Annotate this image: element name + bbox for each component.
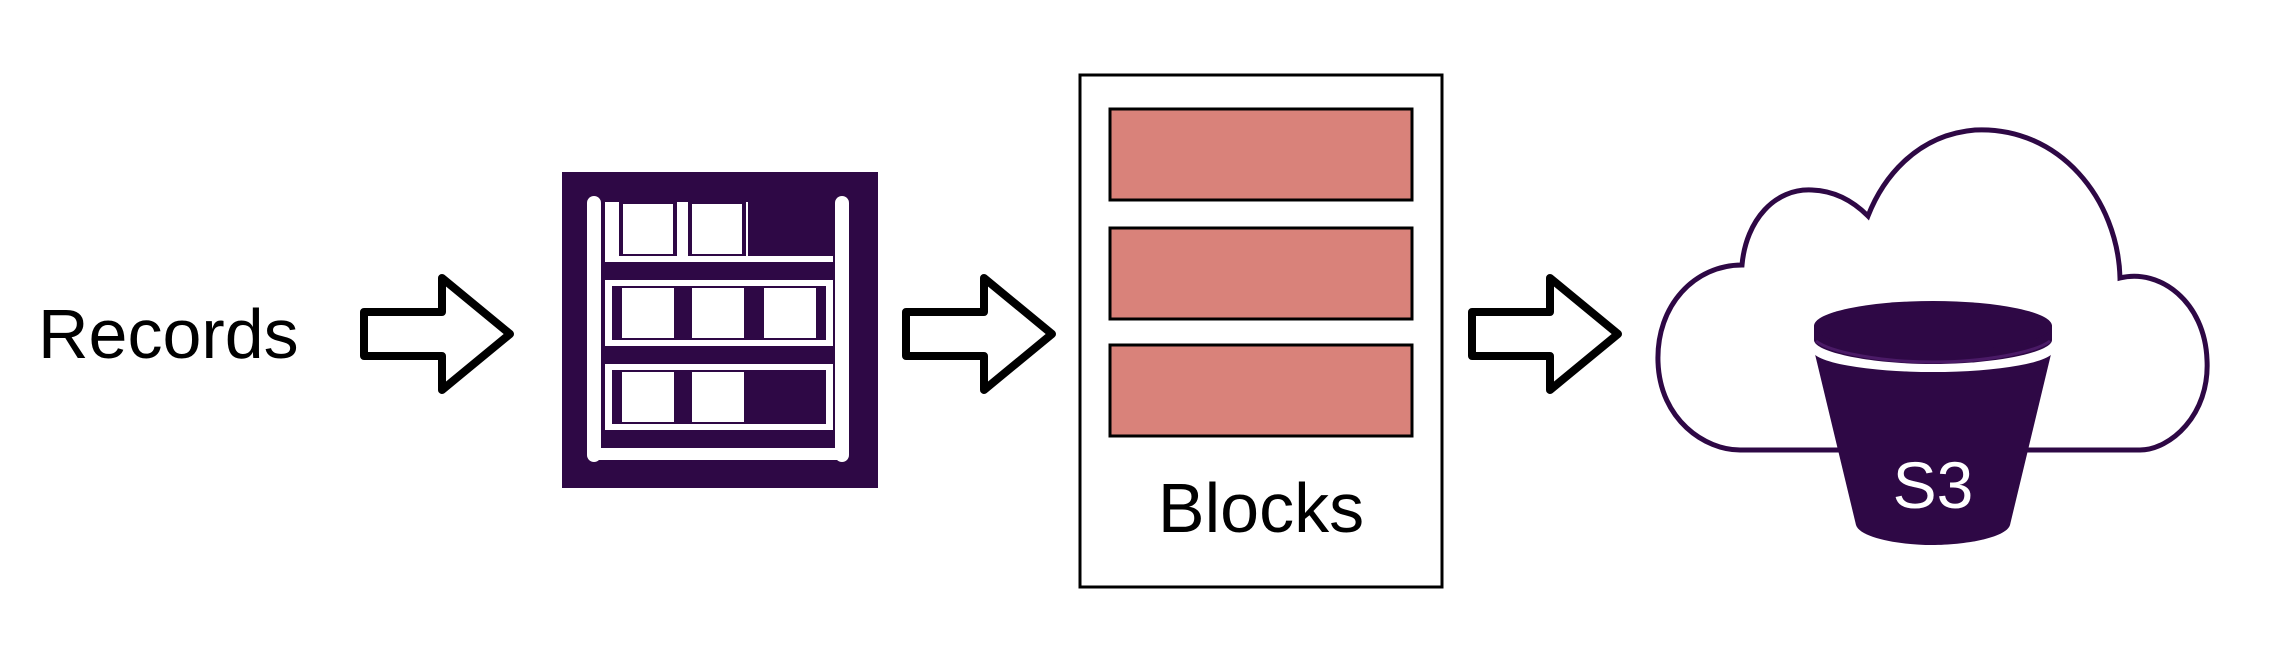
s3-label: S3 (1893, 448, 1974, 522)
s3-bucket-icon: S3 (1812, 301, 2054, 545)
right-arrow-icon (360, 274, 514, 394)
cloud-icon (1655, 127, 2210, 453)
blocks-container: Blocks (1078, 73, 1444, 589)
right-arrow-icon (902, 274, 1056, 394)
record-table-icon (562, 172, 878, 488)
records-label: Records (38, 295, 299, 373)
data-block (1108, 343, 1414, 438)
right-arrow-icon (1468, 274, 1622, 394)
data-block (1108, 226, 1414, 321)
data-block (1108, 107, 1414, 202)
blocks-label: Blocks (1158, 469, 1364, 547)
